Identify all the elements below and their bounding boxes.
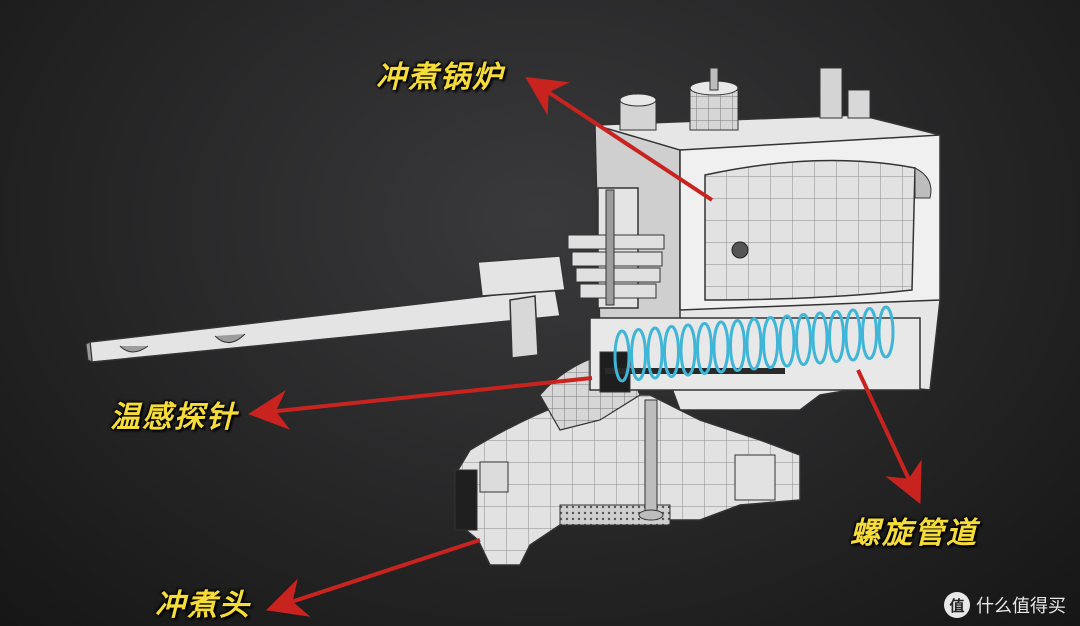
arrow-boiler bbox=[525, 76, 714, 202]
coil-loop bbox=[696, 322, 713, 375]
watermark: 值 什么值得买 bbox=[944, 592, 1066, 618]
group-head-body bbox=[454, 349, 801, 566]
coil-loop bbox=[745, 317, 763, 371]
coil-loop bbox=[646, 326, 664, 380]
label-group-head: 冲煮头 bbox=[155, 588, 251, 623]
callout-arrows bbox=[248, 76, 922, 617]
coil-loop bbox=[729, 319, 746, 372]
watermark-text: 什么值得买 bbox=[976, 596, 1066, 617]
spiral-coil bbox=[613, 305, 895, 383]
coil-loop bbox=[663, 325, 680, 378]
coil-loop bbox=[778, 314, 796, 368]
coil-loop bbox=[844, 308, 862, 362]
arrow-probe bbox=[248, 376, 593, 430]
label-probe: 温感探针 bbox=[110, 400, 238, 435]
coil-loop bbox=[828, 310, 845, 363]
probe-fitting bbox=[567, 187, 665, 309]
coil-loop bbox=[630, 328, 647, 381]
coil-loop bbox=[795, 313, 812, 366]
coil-loop bbox=[811, 311, 829, 365]
arrow-coil bbox=[856, 369, 922, 505]
coil-loop bbox=[679, 323, 697, 377]
label-boiler: 冲煮锅炉 bbox=[376, 60, 504, 95]
arrow-head bbox=[265, 538, 481, 617]
coil-loop bbox=[712, 320, 730, 374]
probe-rod bbox=[85, 255, 566, 363]
label-coil: 螺旋管道 bbox=[850, 516, 978, 551]
coil-loop bbox=[877, 305, 895, 359]
coil-loop bbox=[613, 329, 631, 383]
watermark-logo-icon: 值 bbox=[944, 592, 970, 618]
coil-loop bbox=[861, 307, 878, 360]
coil-loop bbox=[762, 316, 779, 369]
